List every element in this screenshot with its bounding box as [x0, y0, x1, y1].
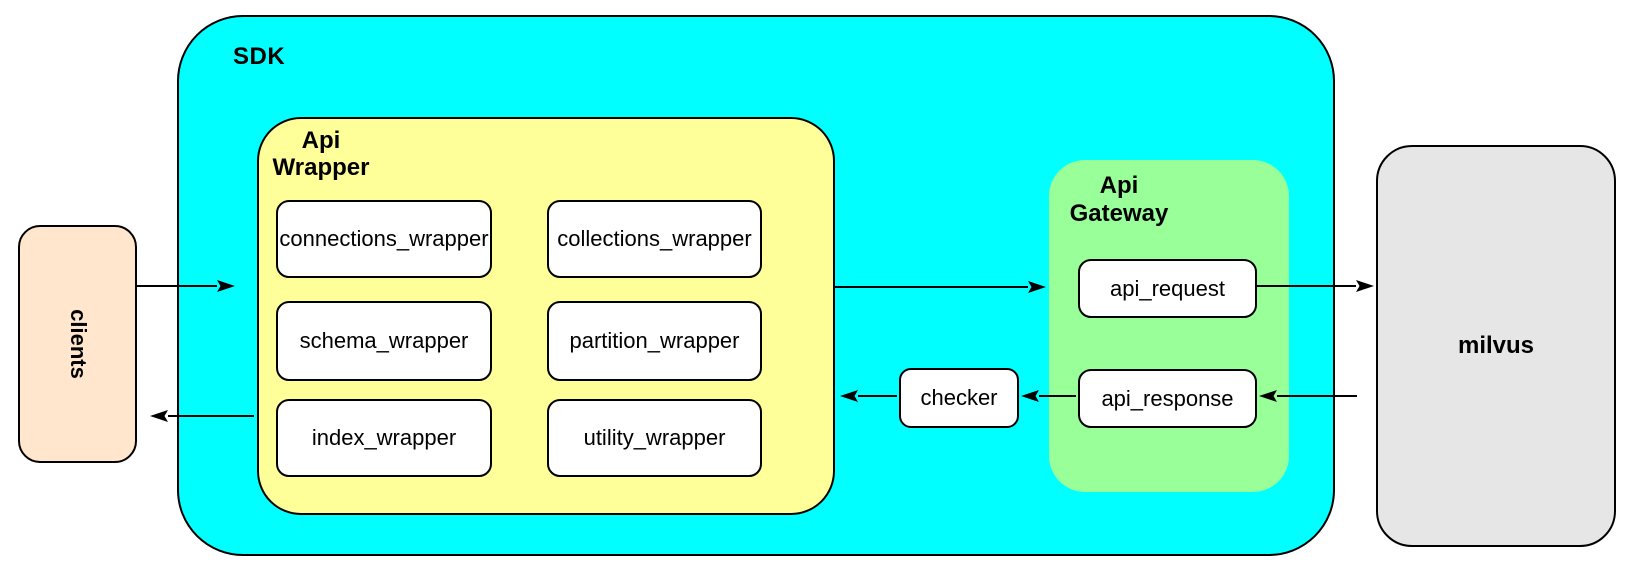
milvus-label: milvus [1457, 332, 1535, 359]
module-utility-wrapper: utility_wrapper [547, 399, 762, 477]
api-gateway-container: Api Gateway api_request api_response [1049, 160, 1289, 492]
api-gateway-label: Api Gateway [1069, 172, 1169, 227]
module-schema-wrapper: schema_wrapper [276, 301, 492, 381]
clients-label: clients [65, 309, 91, 379]
api-request-node: api_request [1078, 259, 1257, 318]
sdk-label: SDK [233, 43, 286, 70]
checker-node: checker [899, 368, 1019, 428]
sdk-container: SDK Api Wrapper connections_wrapper coll… [177, 15, 1335, 556]
api-response-node: api_response [1078, 369, 1257, 428]
api-wrapper-container: Api Wrapper connections_wrapper collecti… [257, 117, 835, 515]
clients-box: clients [18, 225, 137, 463]
module-index-wrapper: index_wrapper [276, 399, 492, 477]
api-wrapper-label: Api Wrapper [272, 127, 370, 181]
milvus-box: milvus [1376, 145, 1616, 547]
module-partition-wrapper: partition_wrapper [547, 301, 762, 381]
module-collections-wrapper: collections_wrapper [547, 200, 762, 278]
module-connections-wrapper: connections_wrapper [276, 200, 492, 278]
